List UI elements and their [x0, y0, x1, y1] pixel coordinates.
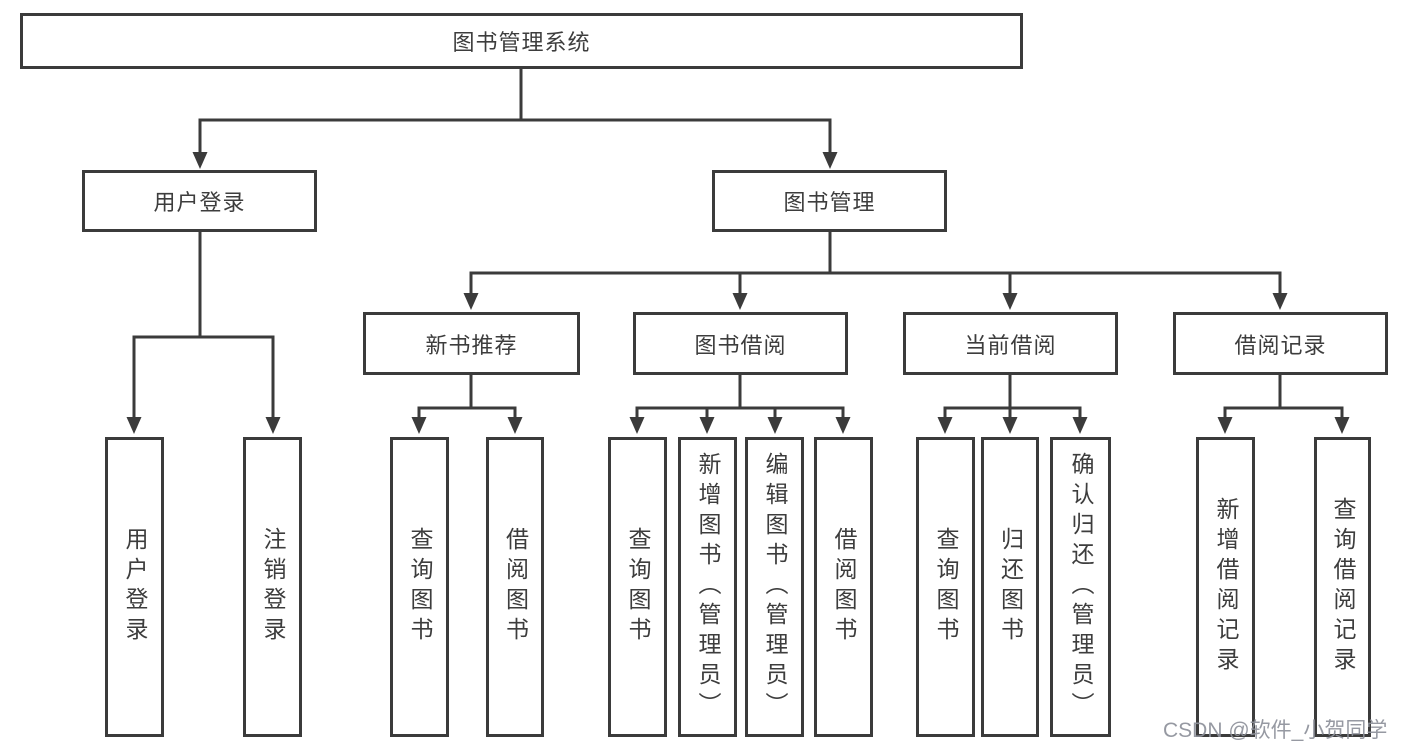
- node-user-login-branch: 用户登录: [82, 170, 317, 232]
- node-label: 图书管理系统: [452, 30, 591, 55]
- node-label: 新增借阅记录: [1213, 497, 1239, 677]
- leaf-confirm-return-admin: 确认归还（管理员）: [1050, 437, 1111, 737]
- node-new-book-recommend: 新书推荐: [363, 312, 580, 375]
- node-label: 查询借阅记录: [1330, 497, 1356, 677]
- node-borrow-records: 借阅记录: [1173, 312, 1388, 375]
- node-label: 查询图书: [625, 527, 651, 647]
- node-label: 注销登录: [260, 527, 286, 647]
- leaf-query-books: 查询图书: [390, 437, 449, 737]
- csdn-watermark: CSDN @软件_小贺同学: [1163, 719, 1388, 742]
- node-label: 查询图书: [407, 527, 433, 647]
- node-label: 归还图书: [997, 527, 1024, 647]
- leaf-add-books-admin: 新增图书（管理员）: [678, 437, 737, 737]
- leaf-query-books: 查询图书: [608, 437, 667, 737]
- leaf-logout: 注销登录: [243, 437, 302, 737]
- node-label: 新增图书（管理员）: [695, 452, 721, 722]
- node-system-root: 图书管理系统: [20, 13, 1023, 69]
- arrowheads: [126, 152, 1350, 434]
- node-label: 图书管理: [783, 190, 876, 215]
- leaf-return-books: 归还图书: [981, 437, 1039, 737]
- node-label: 新书推荐: [425, 332, 518, 358]
- leaf-user-login: 用户登录: [105, 437, 164, 737]
- node-label: 确认归还（管理员）: [1068, 452, 1094, 722]
- leaf-borrow-books: 借阅图书: [486, 437, 544, 737]
- leaf-query-borrow-record: 查询借阅记录: [1314, 437, 1371, 737]
- node-label: 借阅图书: [831, 527, 857, 647]
- node-current-borrow: 当前借阅: [903, 312, 1118, 375]
- node-label: 查询图书: [933, 527, 959, 647]
- leaf-add-borrow-record: 新增借阅记录: [1196, 437, 1255, 737]
- node-label: 借阅图书: [502, 527, 529, 647]
- node-book-borrow: 图书借阅: [633, 312, 848, 375]
- node-label: 用户登录: [153, 190, 246, 215]
- leaf-edit-books-admin: 编辑图书（管理员）: [745, 437, 804, 737]
- node-book-management-branch: 图书管理: [712, 170, 947, 232]
- node-label: 用户登录: [122, 527, 148, 647]
- node-label: 图书借阅: [694, 332, 787, 358]
- connector-paths: [132, 69, 1344, 420]
- leaf-borrow-books: 借阅图书: [814, 437, 873, 737]
- node-label: 编辑图书（管理员）: [762, 452, 788, 722]
- leaf-query-books: 查询图书: [916, 437, 975, 737]
- node-label: 当前借阅: [964, 332, 1057, 358]
- node-label: 借阅记录: [1234, 332, 1327, 358]
